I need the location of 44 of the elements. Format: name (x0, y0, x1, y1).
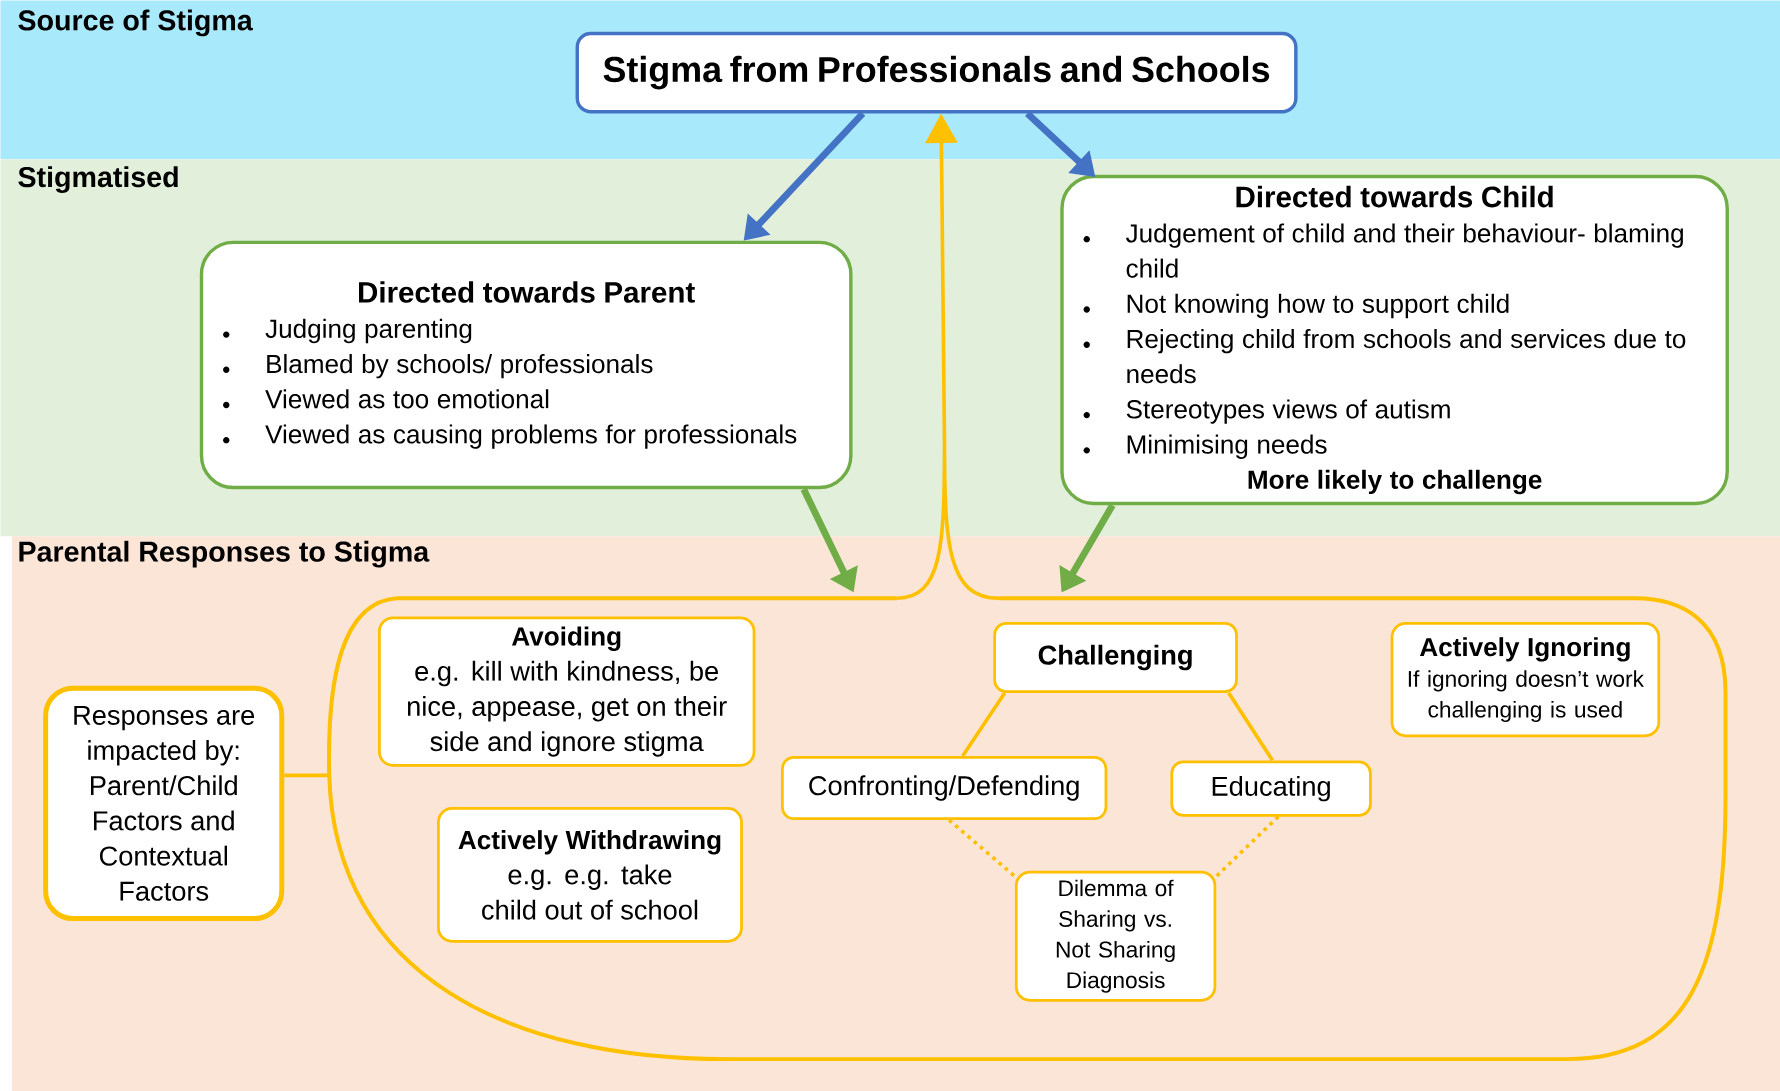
connector-line (284, 773, 330, 778)
box-text: Educating (1212, 776, 1330, 802)
bullet-item: Blamed by schools/ professionals (267, 354, 653, 379)
response-box (1170, 760, 1372, 817)
box-heading: Actively Withdrawing (458, 830, 721, 855)
band-label: Source of Stigma (18, 9, 253, 37)
source-box (575, 31, 1298, 114)
response-box (781, 756, 1108, 821)
box-text: Dilemma of Sharing vs. Not Sharing Diagnosis (1056, 879, 1175, 993)
bullet-item: Stereotypes views of autism (1126, 399, 1450, 424)
box-heading: Avoiding (512, 626, 621, 651)
box-heading: Directed towards Child (1236, 185, 1553, 208)
response-box (437, 807, 743, 943)
response-box (378, 616, 756, 767)
box-heading: Actively Ignoring (1419, 637, 1630, 662)
bullet-item: Judging parenting (265, 318, 472, 344)
connector-line (947, 818, 1017, 878)
box-text: Confronting/Defending (809, 775, 1079, 801)
box-text: If ignoring doesn’t work challenging is used (1408, 670, 1644, 723)
bullet-item: Viewed as causing problems for professionals (265, 424, 797, 449)
factors-box (43, 685, 285, 922)
connector-line (961, 691, 1007, 758)
box-heading: Stigma from Professionals and Schools (603, 55, 1270, 90)
box-text: e.g. kill with kindness, be nice, appease, get on their side and ignore stigma (407, 660, 727, 757)
bullet-item: Minimising needs (1127, 434, 1327, 459)
stigma-box (1060, 174, 1729, 506)
band-label: Parental Responses to Stigma (19, 540, 430, 568)
box-text: More likely to challenge (1248, 469, 1542, 495)
bullet-item: Rejecting child from schools and services due to needs (1127, 329, 1686, 384)
box-text: e.g. e.g. take child out of school (482, 864, 698, 920)
bullet-item: Judgement of child and their behaviour- blaming child (1125, 223, 1683, 278)
bullet-item: Viewed as too emotional (265, 389, 549, 409)
response-box (993, 622, 1238, 693)
connector-line (1227, 691, 1275, 762)
bullet-item: Not knowing how to support child (1127, 293, 1509, 319)
stigma-box (199, 240, 853, 490)
band-label: Stigmatised (18, 166, 178, 193)
response-box (1390, 622, 1661, 738)
enclosure-outline (327, 596, 1728, 1062)
box-text: Challenging (1038, 644, 1192, 671)
box-heading: Directed towards Parent (359, 281, 695, 303)
connector-line (1215, 815, 1280, 878)
box-text: Responses are impacted by: Parent/Child Factors and Contextual Factors (74, 705, 255, 901)
response-box (1014, 870, 1217, 1002)
